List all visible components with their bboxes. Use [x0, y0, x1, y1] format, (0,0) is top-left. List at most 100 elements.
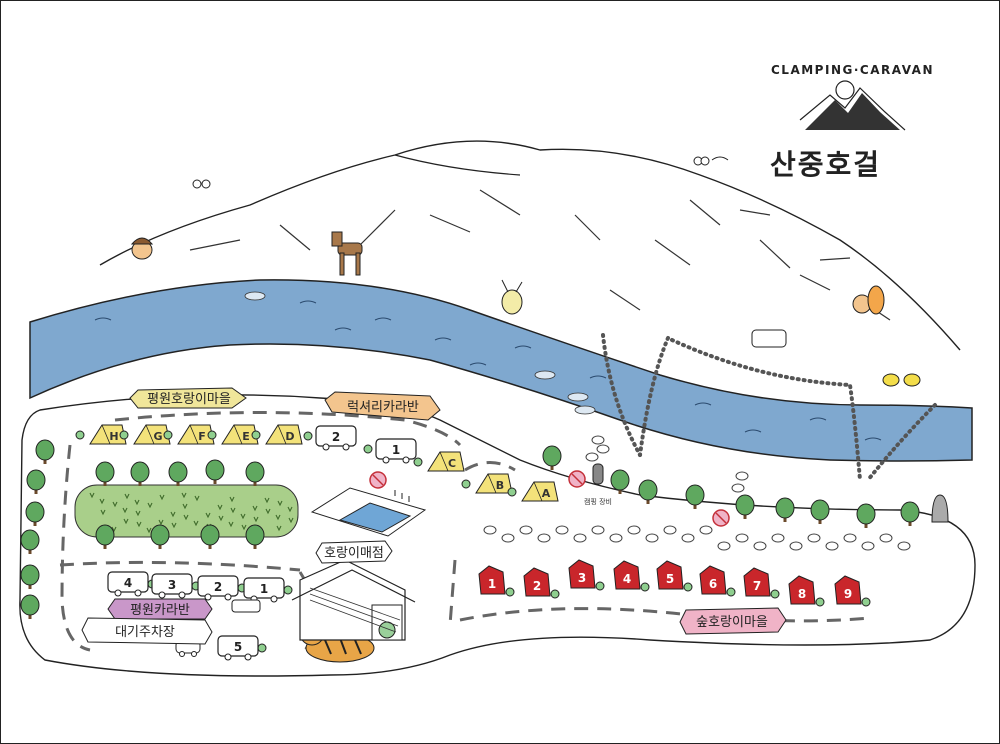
tree-icon — [150, 524, 170, 549]
tree-icon — [26, 469, 46, 494]
caravan-site-1[interactable]: 1 — [243, 577, 285, 603]
site-marker-dot — [595, 581, 605, 591]
duck-icon — [882, 373, 921, 387]
trash-bin-icon — [592, 463, 604, 485]
tree-icon — [900, 501, 920, 526]
forest-site-label: 4 — [623, 572, 631, 586]
tent-site-E[interactable]: E — [221, 424, 259, 445]
caravan-site-2[interactable]: 2 — [315, 425, 357, 451]
tent-site-label: E — [242, 430, 250, 443]
trees — [20, 439, 920, 619]
label-luxury-caravan[interactable]: 럭셔리카라반 — [324, 391, 441, 421]
tent-site-label: D — [285, 430, 294, 443]
caravan-site-1[interactable]: 1 — [375, 438, 417, 464]
forest-site-label: 5 — [666, 572, 674, 586]
tent-site-A[interactable]: A — [521, 481, 559, 502]
tree-icon — [168, 461, 188, 486]
pyeongwon-caravans: 4 3 2 1 5 — [107, 571, 293, 661]
tent-site-label: A — [542, 487, 551, 500]
forest-site-label: 6 — [709, 577, 717, 591]
tent-site-label: C — [448, 457, 456, 470]
pool — [310, 487, 427, 537]
tent-site-label: B — [496, 479, 504, 492]
forest-site-1[interactable]: 1 — [478, 565, 506, 595]
forest-site-label: 2 — [533, 579, 541, 593]
label-pyeongwon-caravan[interactable]: 평원카라반 — [107, 598, 213, 620]
forest-site-3[interactable]: 3 — [568, 559, 596, 589]
tree-icon — [20, 529, 40, 554]
trail-dotted — [601, 333, 937, 482]
label-store-text: 호랑이매점 — [324, 546, 384, 561]
tent-site-G[interactable]: G — [133, 424, 171, 445]
tent-site-label: H — [109, 430, 118, 443]
tent-site-B[interactable]: B — [475, 473, 513, 494]
squirrel-icon — [852, 285, 885, 315]
site-marker-dot — [75, 430, 85, 440]
stone-marker-icon — [931, 494, 949, 523]
tent-site-C[interactable]: C — [427, 451, 465, 472]
tree-icon — [735, 494, 755, 519]
tree-icon — [130, 461, 150, 486]
forest-site-4[interactable]: 4 — [613, 560, 641, 590]
caravan-site-3[interactable]: 3 — [151, 573, 193, 599]
tree-icon — [20, 564, 40, 589]
tent-site-label: F — [198, 430, 206, 443]
caravan-site-label: 5 — [234, 640, 242, 654]
label-waiting-parking[interactable]: 대기주차장 — [81, 617, 213, 645]
tent-site-H[interactable]: H — [89, 424, 127, 445]
tree-icon — [35, 439, 55, 464]
tree-icon — [95, 461, 115, 486]
site-marker-dot — [119, 430, 129, 440]
forest-site-label: 1 — [488, 577, 496, 591]
tree-icon — [200, 524, 220, 549]
label-luxury-caravan-text: 럭셔리카라반 — [347, 400, 419, 415]
site-marker-dot — [207, 430, 217, 440]
caravan-site-label: 2 — [214, 580, 222, 594]
forest-site-8[interactable]: 8 — [788, 575, 816, 605]
forest-site-5[interactable]: 5 — [656, 560, 684, 590]
caravan-site-5[interactable]: 5 — [217, 635, 259, 661]
caravan-site-label: 3 — [168, 578, 176, 592]
forest-site-2[interactable]: 2 — [523, 567, 551, 597]
small-sign-text: 캠핑 장비 — [584, 497, 612, 506]
site-marker-dot — [283, 585, 293, 595]
site-marker-dot — [815, 597, 825, 607]
tent-site-F[interactable]: F — [177, 424, 215, 445]
forest-site-7[interactable]: 7 — [743, 567, 771, 597]
label-store[interactable]: 호랑이매점 — [315, 540, 393, 564]
caravan-site-4[interactable]: 4 — [107, 571, 149, 597]
site-marker-dot — [505, 587, 515, 597]
label-forest-village[interactable]: 숲호랑이마을 — [679, 607, 787, 635]
tree-icon — [856, 503, 876, 528]
forest-site-6[interactable]: 6 — [699, 565, 727, 595]
tree-icon — [810, 499, 830, 524]
tree-icon — [685, 484, 705, 509]
store-building — [291, 559, 416, 641]
site-marker-dot — [726, 587, 736, 597]
tree-icon — [95, 524, 115, 549]
mountain-hatching — [189, 189, 891, 321]
site-marker-dot — [550, 589, 560, 599]
tree-icon — [245, 524, 265, 549]
label-waiting-parking-text: 대기주차장 — [115, 625, 175, 640]
brand-logo: CLAMPING·CARAVAN 산중호걸 — [770, 63, 934, 181]
forest-site-9[interactable]: 9 — [834, 575, 862, 605]
tree-icon — [25, 501, 45, 526]
stepping-stones — [483, 435, 911, 551]
label-pyeongwon-village[interactable]: 평원호랑이마을 — [129, 387, 247, 409]
site-marker-dot — [257, 643, 267, 653]
caravan-site-2[interactable]: 2 — [197, 575, 239, 601]
site-marker-dot — [303, 431, 313, 441]
tent-site-D[interactable]: D — [265, 424, 303, 445]
caravan-site-label: 2 — [332, 430, 340, 444]
site-marker-dot — [640, 582, 650, 592]
river — [29, 279, 973, 462]
site-marker-dot — [861, 597, 871, 607]
label-pyeongwon-caravan-text: 평원카라반 — [130, 603, 190, 618]
caravan-site-label: 1 — [260, 582, 268, 596]
site-marker-dot — [507, 487, 517, 497]
brand-arc-text: CLAMPING·CARAVAN — [771, 63, 934, 77]
caravan-site-label: 4 — [124, 576, 132, 590]
site-marker-dot — [163, 430, 173, 440]
